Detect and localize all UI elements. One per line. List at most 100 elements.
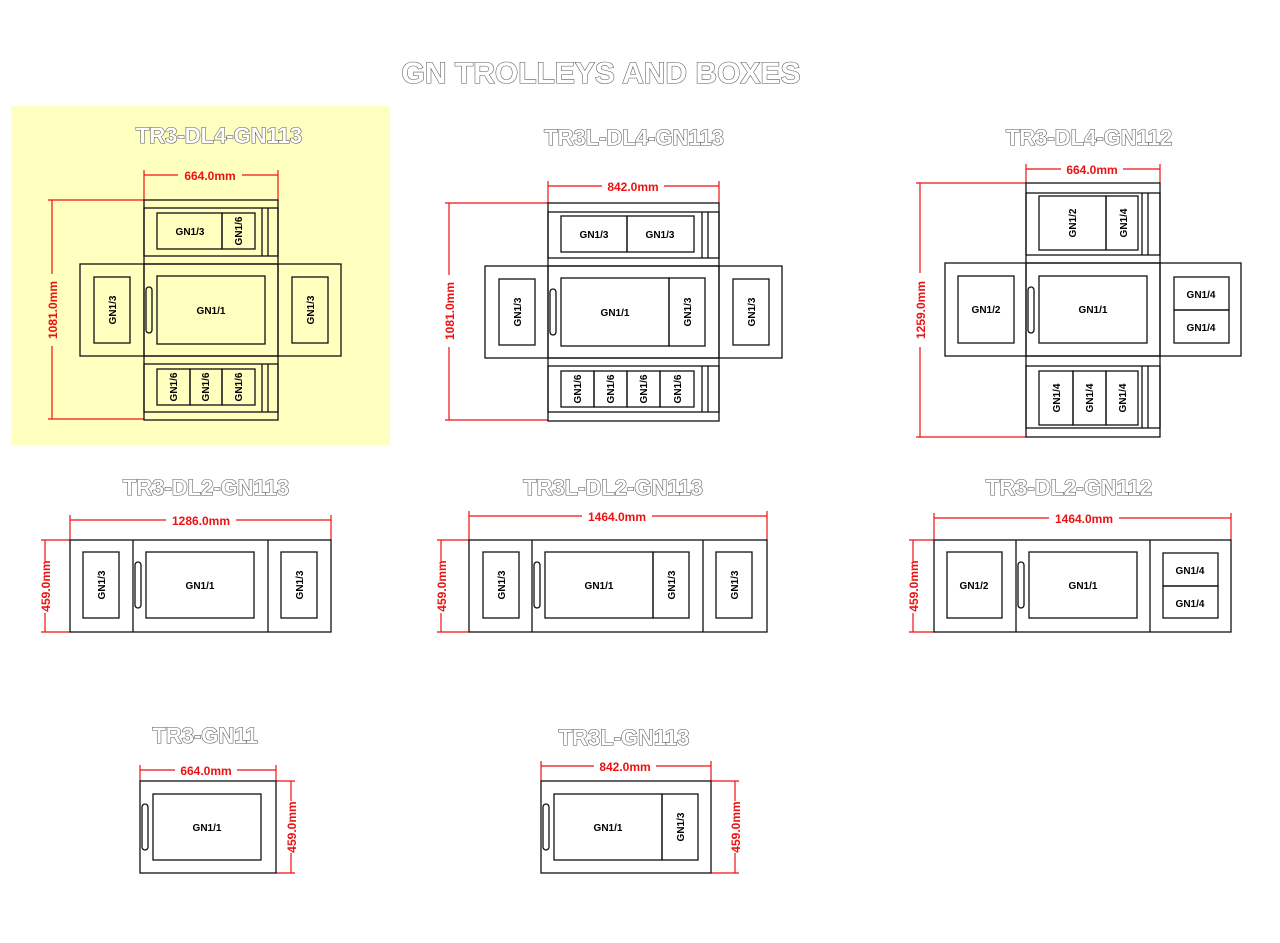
- height-dimension: 459.0mm: [39, 560, 53, 611]
- trolley-tr3-dl4-gn112[interactable]: TR3-DL4-GN112 664.0mm 1259.0mm GN1/2 GN1…: [913, 124, 1242, 438]
- handle: [134, 561, 142, 609]
- height-dimension: 459.0mm: [435, 560, 449, 611]
- gn-box-label: GN1/3: [676, 812, 687, 841]
- gn-box: [1105, 195, 1139, 251]
- gn-box-label: GN1/6: [234, 372, 245, 401]
- gn-box: [652, 551, 690, 619]
- gn-box: [715, 551, 753, 619]
- gn-box-label: GN1/1: [186, 581, 215, 592]
- handle: [1017, 561, 1025, 609]
- gn-box-label: GN1/1: [1079, 305, 1108, 316]
- gn-box-label: GN1/3: [667, 570, 678, 599]
- gn-box-label: GN1/2: [960, 581, 989, 592]
- gn-box-label: GN1/6: [201, 372, 212, 401]
- gn-box-label: GN1/1: [594, 823, 623, 834]
- gn-box: [498, 278, 536, 346]
- gn-box-label: GN1/3: [497, 570, 508, 599]
- gn-box: [668, 277, 706, 347]
- gn-box-label: GN1/6: [234, 216, 245, 245]
- width-dimension: 1286.0mm: [172, 514, 230, 528]
- gn-box-label: GN1/3: [306, 295, 317, 324]
- gn-box: [156, 275, 266, 345]
- trolley-tr3-dl2-gn112[interactable]: TR3-DL2-GN112 1464.0mm 459.0mm GN1/2 GN1…: [906, 474, 1232, 633]
- height-dimension: 459.0mm: [907, 560, 921, 611]
- gn-box-label: GN1/2: [1068, 208, 1079, 237]
- width-dimension: 842.0mm: [599, 760, 650, 774]
- height-dimension: 1081.0mm: [46, 281, 60, 339]
- gn-box-label: GN1/1: [193, 823, 222, 834]
- trolley-title: TR3-DL2-GN113: [123, 475, 289, 500]
- handle: [145, 286, 153, 334]
- trolley-tr3-dl4-gn113[interactable]: TR3-DL4-GN113 664.0mm 1081.0mm GN1/3 GN1…: [45, 122, 342, 421]
- gn-box-label: GN1/1: [1069, 581, 1098, 592]
- trolley-title: TR3L-GN113: [559, 725, 690, 750]
- gn-box-label: GN1/3: [683, 297, 694, 326]
- gn-box: [291, 276, 329, 344]
- width-dimension: 664.0mm: [180, 764, 231, 778]
- gn-box: [280, 551, 318, 619]
- gn-box-label: GN1/2: [972, 305, 1001, 316]
- handle: [141, 803, 149, 851]
- gn-box-label: GN1/6: [639, 374, 650, 403]
- gn-box-label: GN1/3: [108, 295, 119, 324]
- gn-box: [957, 275, 1015, 344]
- gn-box-label: GN1/4: [1119, 208, 1130, 237]
- gn-box-label: GN1/4: [1085, 383, 1096, 412]
- gn-box-label: GN1/4: [1187, 290, 1216, 301]
- gn-box: [145, 551, 255, 619]
- gn-box: [946, 551, 1003, 619]
- gn-box: [1173, 309, 1230, 344]
- gn-box-label: GN1/3: [97, 570, 108, 599]
- height-dimension: 459.0mm: [729, 801, 743, 852]
- trolley-title: TR3-DL2-GN112: [986, 475, 1152, 500]
- gn-box: [661, 793, 699, 861]
- gn-box-label: GN1/6: [169, 372, 180, 401]
- gn-box: [221, 212, 256, 250]
- gn-box: [1028, 551, 1138, 619]
- page-title: GN TROLLEYS AND BOXES: [402, 57, 801, 90]
- gn-box-label: GN1/3: [730, 570, 741, 599]
- gn-box: [732, 278, 770, 346]
- width-dimension: 664.0mm: [1066, 163, 1117, 177]
- gn-box-label: GN1/6: [606, 374, 617, 403]
- gn-box-label: GN1/4: [1118, 383, 1129, 412]
- gn-box-label: GN1/6: [573, 374, 584, 403]
- gn-box-label: GN1/3: [646, 230, 675, 241]
- height-dimension: 1081.0mm: [443, 282, 457, 340]
- gn-box-label: GN1/3: [176, 227, 205, 238]
- handle: [549, 288, 557, 336]
- gn-box-label: GN1/3: [513, 297, 524, 326]
- handle: [542, 803, 550, 851]
- gn-box-label: GN1/1: [601, 308, 630, 319]
- trolley-title: TR3L-DL4-GN113: [544, 125, 724, 150]
- trolley-tr3-gn11[interactable]: TR3-GN11 664.0mm 459.0mm GN1/1: [139, 722, 299, 874]
- trolley-tr3-dl2-gn113[interactable]: TR3-DL2-GN113 1286.0mm 459.0mm GN1/3 GN1…: [38, 474, 332, 633]
- width-dimension: 1464.0mm: [588, 510, 646, 524]
- gn-box: [82, 551, 120, 619]
- handle: [1027, 286, 1035, 334]
- gn-box-label: GN1/4: [1176, 599, 1205, 610]
- trolley-title: TR3-GN11: [152, 723, 257, 748]
- gn-box-label: GN1/4: [1176, 566, 1205, 577]
- gn-box: [221, 368, 256, 406]
- trolley-tr3l-gn113[interactable]: TR3L-GN113 842.0mm 459.0mm GN1/1 GN1/3: [540, 724, 743, 874]
- gn-box-label: GN1/4: [1052, 383, 1063, 412]
- gn-box-label: GN1/1: [197, 306, 226, 317]
- width-dimension: 1464.0mm: [1055, 512, 1113, 526]
- gn-box: [1105, 370, 1139, 426]
- gn-box-label: GN1/3: [747, 297, 758, 326]
- gn-box-label: GN1/3: [295, 570, 306, 599]
- gn-box-label: GN1/3: [580, 230, 609, 241]
- gn-box-label: GN1/6: [673, 374, 684, 403]
- gn-box: [626, 215, 695, 253]
- trolley-tr3l-dl2-gn113[interactable]: TR3L-DL2-GN113 1464.0mm 459.0mm GN1/3 GN…: [434, 474, 768, 633]
- handle: [533, 561, 541, 609]
- width-dimension: 664.0mm: [184, 169, 235, 183]
- trolley-title: TR3L-DL2-GN113: [523, 475, 703, 500]
- trolley-tr3l-dl4-gn113[interactable]: TR3L-DL4-GN113 842.0mm 1081.0mm GN1/3 GN…: [442, 124, 783, 422]
- gn-box: [93, 276, 131, 344]
- gn-box: [1162, 585, 1219, 619]
- width-dimension: 842.0mm: [607, 180, 658, 194]
- height-dimension: 1259.0mm: [914, 281, 928, 339]
